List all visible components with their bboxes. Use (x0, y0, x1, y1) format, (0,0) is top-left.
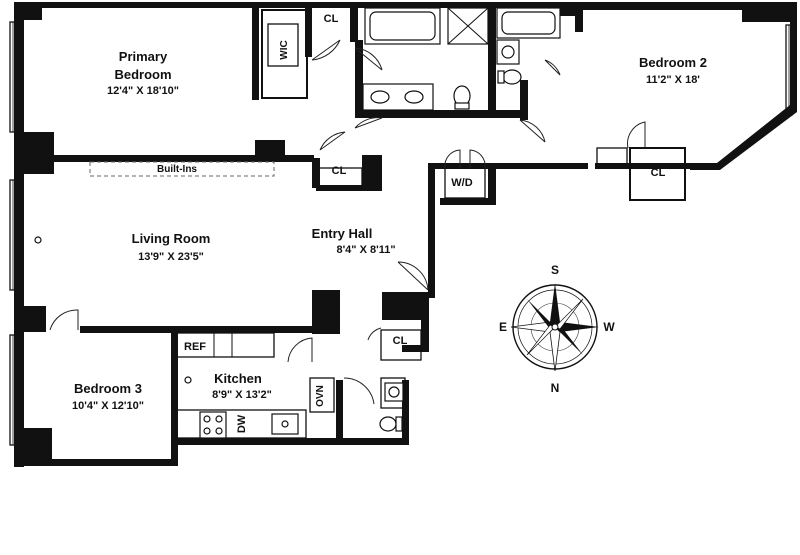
bedroom3-name: Bedroom 3 (74, 381, 142, 396)
refrigerator-label: REF (184, 341, 206, 353)
bathroom-fixtures (362, 7, 561, 432)
kitchen-name: Kitchen (214, 371, 262, 386)
door-swings (49, 39, 646, 405)
partitions (89, 9, 686, 439)
compass-south-label: S (551, 263, 559, 277)
compass-north-label: N (551, 381, 560, 395)
bedroom2-name: Bedroom 2 (639, 55, 707, 70)
kitchen-dims: 8'9" X 13'2" (212, 389, 272, 401)
primary-bedroom-name-line1: Primary (119, 49, 168, 64)
bedroom3-dims: 10'4" X 12'10" (72, 400, 144, 412)
compass-west-label: W (603, 320, 615, 334)
living-room-dims: 13'9" X 23'5" (138, 251, 204, 263)
closet-label-bedroom2: CL (651, 167, 666, 179)
bedroom2-dims: 11'2" X 18' (646, 74, 700, 86)
living-room-name: Living Room (132, 231, 211, 246)
oven-label: OVN (315, 385, 326, 407)
washer-dryer-label: W/D (451, 177, 472, 189)
wic-label: WIC (279, 40, 290, 59)
closet-label-powder: CL (393, 335, 408, 347)
primary-bedroom-dims: 12'4" X 18'10" (107, 85, 179, 97)
walls (14, 2, 797, 467)
dishwasher-label: DW (236, 414, 248, 433)
closet-label-entry: CL (332, 165, 347, 177)
compass-rose (510, 283, 599, 372)
compass-east-label: E (499, 320, 507, 334)
built-ins-label: Built-Ins (157, 164, 197, 175)
entry-hall-dims: 8'4" X 8'11" (336, 244, 395, 256)
closet-label-primary: CL (324, 13, 339, 25)
entry-hall-name: Entry Hall (312, 226, 373, 241)
primary-bedroom-name-line2: Bedroom (114, 67, 171, 82)
kitchen-appliances (34, 236, 299, 439)
bedroom2-angled-wall (690, 105, 797, 170)
